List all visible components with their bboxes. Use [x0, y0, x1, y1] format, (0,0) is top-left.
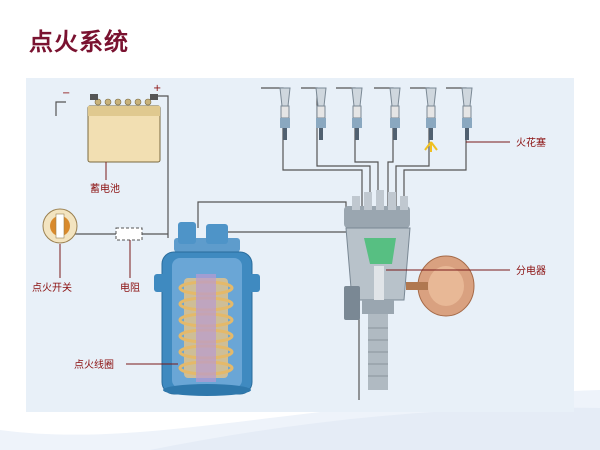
switch-label: 点火开关	[32, 281, 72, 294]
slide-title: 点火系统	[29, 28, 129, 56]
spark-plug-label: 火花塞	[516, 136, 546, 149]
battery-plus: +	[153, 83, 161, 94]
spark-plugs	[279, 87, 473, 152]
label-leaders	[59, 141, 510, 365]
ignition-switch	[42, 208, 78, 244]
coil-label: 点火线圈	[74, 358, 114, 371]
spark-plug	[279, 87, 291, 140]
resistor	[115, 227, 143, 241]
battery-minus: −	[62, 88, 70, 99]
spark-icon	[424, 141, 438, 152]
spark-plug	[389, 87, 401, 140]
distributor	[344, 190, 475, 390]
spark-plug	[315, 87, 327, 140]
spark-plug	[351, 87, 363, 140]
resistor-label: 电阻	[120, 281, 140, 294]
battery	[87, 94, 161, 163]
spark-plug	[461, 87, 473, 140]
distributor-label: 分电器	[516, 264, 546, 277]
spark-plug	[424, 87, 438, 152]
ignition-coil	[154, 222, 260, 396]
battery-label: 蓄电池	[90, 182, 120, 195]
ignition-system-diagram: − +	[26, 78, 574, 412]
vacuum-advance	[406, 255, 475, 317]
